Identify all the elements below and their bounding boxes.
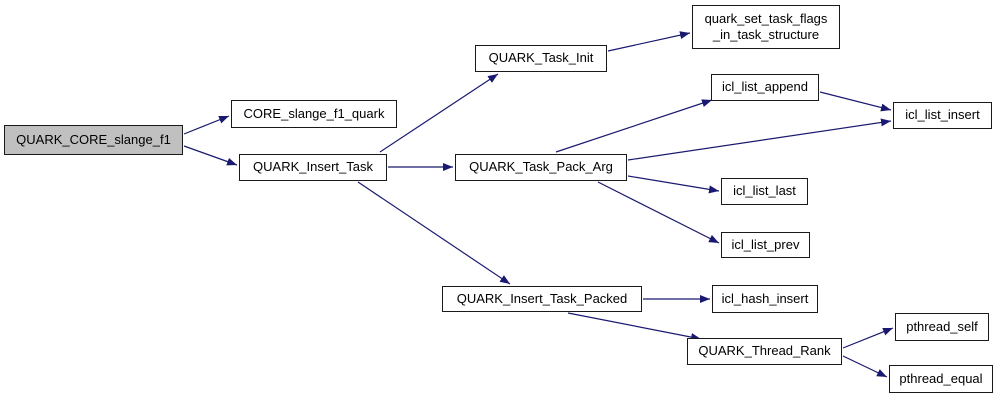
node-quark-thread-rank[interactable]: QUARK_Thread_Rank xyxy=(687,338,842,365)
node-quark-core-slange-f1: QUARK_CORE_slange_f1 xyxy=(4,125,183,155)
edge-thread-rank-to-pthread-self xyxy=(842,327,894,349)
node-pthread-equal[interactable]: pthread_equal xyxy=(889,365,993,393)
edge-task-pack-arg-to-icl-list-append xyxy=(555,99,713,153)
node-quark-task-pack-arg[interactable]: QUARK_Task_Pack_Arg xyxy=(455,154,627,181)
edge-insert-task-packed-to-thread-rank xyxy=(567,312,702,342)
node-icl-list-prev[interactable]: icl_list_prev xyxy=(721,232,810,258)
node-quark-task-init[interactable]: QUARK_Task_Init xyxy=(475,45,607,72)
edge-insert-task-to-insert-task-packed xyxy=(357,181,511,285)
node-quark-insert-task[interactable]: QUARK_Insert_Task xyxy=(239,154,387,181)
edge-thread-rank-to-pthread-equal xyxy=(842,355,888,378)
node-quark-insert-task-packed[interactable]: QUARK_Insert_Task_Packed xyxy=(442,286,642,312)
node-icl-hash-insert[interactable]: icl_hash_insert xyxy=(712,285,818,313)
node-quark-set-task-flags-in-task-structure[interactable]: quark_set_task_flags _in_task_structure xyxy=(692,5,840,49)
edge-icl-list-append-to-icl-list-insert xyxy=(819,91,892,112)
edge-root-to-core-slange-f1-quark xyxy=(183,115,230,135)
node-icl-list-insert[interactable]: icl_list_insert xyxy=(893,102,992,129)
edge-root-to-quark-insert-task xyxy=(183,145,238,166)
edge-task-pack-arg-to-icl-list-last xyxy=(627,175,720,194)
node-core-slange-f1-quark[interactable]: CORE_slange_f1_quark xyxy=(231,100,397,128)
edge-insert-task-to-task-init xyxy=(379,73,499,153)
edge-task-init-to-quark-set-task-flags xyxy=(607,31,691,52)
edge-task-pack-arg-to-icl-list-insert xyxy=(627,118,892,161)
node-icl-list-append[interactable]: icl_list_append xyxy=(711,74,819,101)
node-pthread-self[interactable]: pthread_self xyxy=(895,313,989,341)
node-icl-list-last[interactable]: icl_list_last xyxy=(721,178,808,205)
edge-task-pack-arg-to-icl-list-prev xyxy=(597,181,720,244)
